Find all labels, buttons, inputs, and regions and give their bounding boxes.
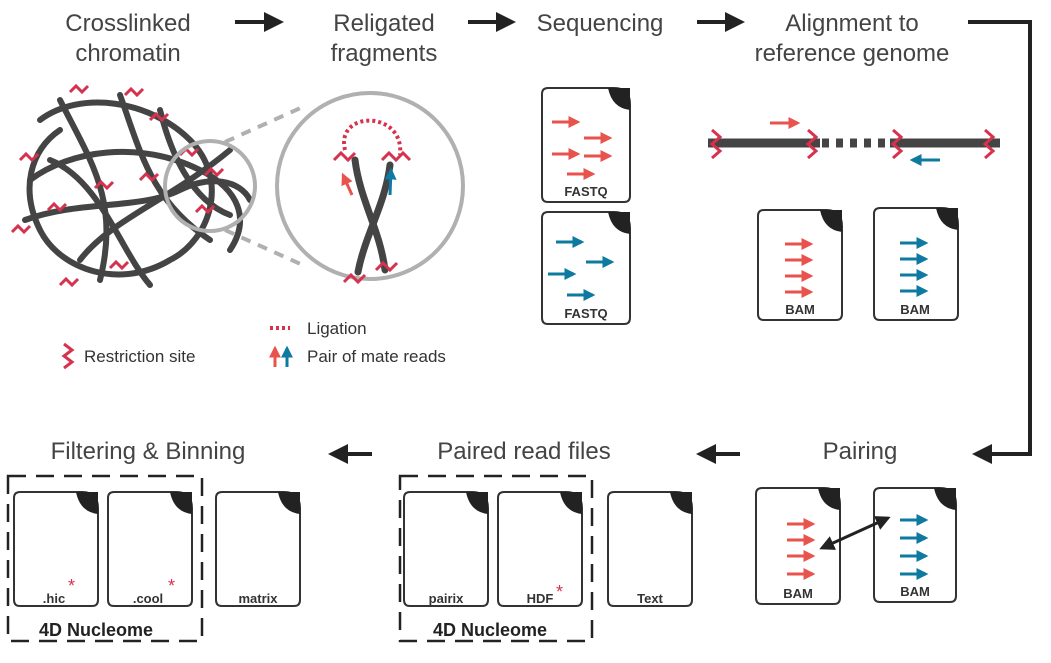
step-title-filtering: Filtering & Binning (51, 438, 246, 465)
star-marker: * (168, 576, 175, 596)
file-icon: BAM (873, 487, 957, 603)
file-icon: FASTQ (541, 211, 631, 325)
read-arrow-icon (341, 172, 354, 196)
step-title-pairing: Pairing (823, 438, 898, 465)
zoom-detail-circle (275, 91, 465, 281)
step-title-crosslinked-line2: chromatin (75, 40, 180, 67)
step-title-religated-line2: fragments (331, 40, 438, 67)
bam-label: BAM (783, 586, 813, 601)
zoom-guide-line (224, 228, 306, 268)
nucleome-label: 4D Nucleome (433, 620, 547, 640)
restriction-sites-tangle (10, 83, 225, 288)
nucleome-group-box (6, 474, 204, 643)
read-arrow-icon (384, 167, 397, 196)
file-icon: matrix (215, 491, 301, 607)
step-title-religated-line1: Religated (333, 10, 434, 37)
legend-ligation: Ligation (307, 319, 367, 338)
step-title-sequencing: Sequencing (537, 10, 664, 37)
matrix-label: matrix (238, 591, 278, 606)
bam-label: BAM (900, 584, 930, 599)
hdf-label: HDF (527, 591, 554, 606)
reference-genome (708, 117, 1000, 166)
nucleome-label: 4D Nucleome (39, 620, 153, 640)
ligation-dotted-line (342, 118, 403, 156)
step-title-crosslinked-line1: Crosslinked (65, 10, 190, 37)
legend-restriction-site: Restriction site (84, 347, 195, 366)
hic-label: .hic (43, 591, 65, 606)
file-icon: .hic * (13, 491, 99, 607)
chromatin-tangle (22, 92, 253, 288)
file-icon: FASTQ (541, 87, 631, 203)
file-icon: BAM (873, 207, 959, 321)
legend-mate-reads: Pair of mate reads (307, 347, 446, 366)
nucleome-group-box (398, 474, 594, 643)
zoom-guide-line (224, 104, 306, 144)
step-title-alignment-line2: reference genome (755, 40, 950, 67)
bam-label: BAM (900, 302, 930, 317)
zoom-source-circle (163, 139, 257, 233)
fastq-label: FASTQ (564, 306, 607, 321)
file-icon: BAM (757, 209, 843, 321)
file-icon: HDF * (497, 491, 583, 607)
pair-link-arrow-icon (819, 516, 891, 550)
bam-label: BAM (785, 302, 815, 317)
restriction-site-icon (61, 342, 75, 370)
star-marker: * (68, 576, 75, 596)
file-icon: .cool * (107, 491, 193, 607)
star-marker: * (556, 582, 563, 602)
file-icon: Text (607, 491, 693, 607)
file-icon: pairix (403, 491, 489, 607)
fastq-label: FASTQ (564, 184, 607, 199)
cool-label: .cool (133, 591, 163, 606)
connector-arrow-icon (968, 20, 1032, 464)
file-icon: BAM (755, 487, 841, 605)
text-label: Text (637, 591, 663, 606)
restriction-sites-detail (332, 150, 412, 285)
step-title-alignment-line1: Alignment to (785, 10, 918, 37)
step-title-paired-files: Paired read files (437, 438, 610, 465)
pairix-label: pairix (429, 591, 464, 606)
